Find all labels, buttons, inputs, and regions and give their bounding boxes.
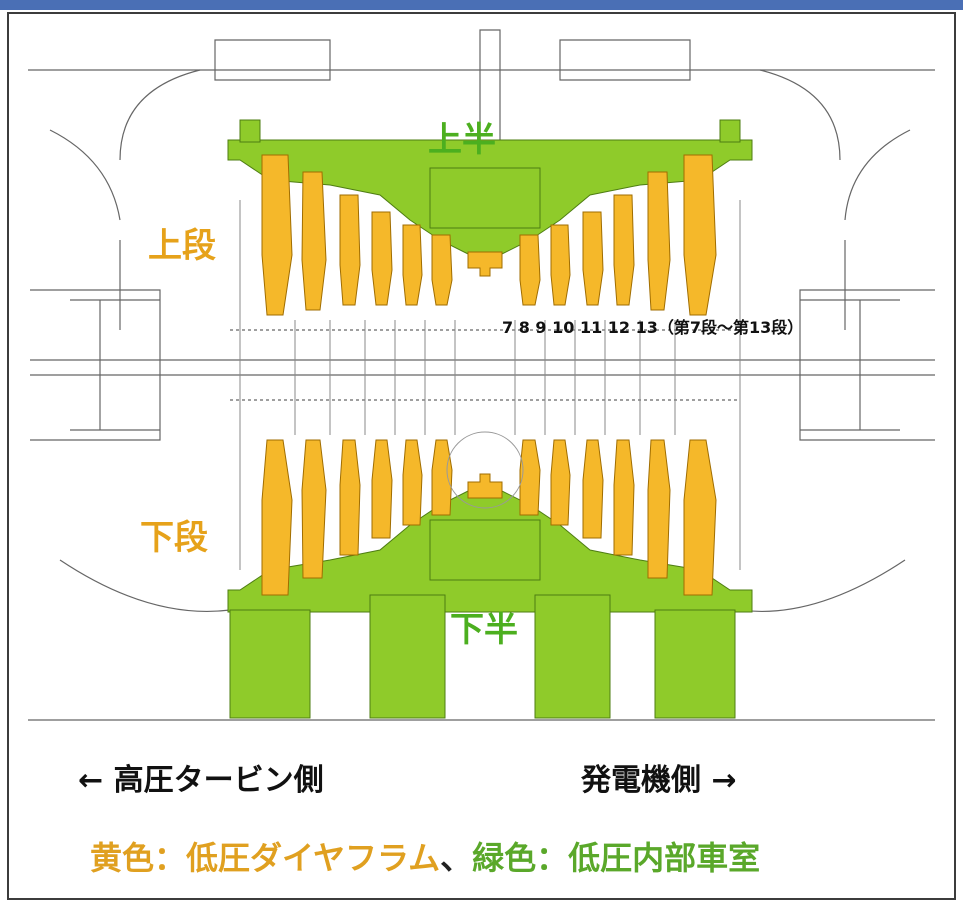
upper-stage-label: 上段 [148, 226, 216, 266]
upper-inner-casing [227, 119, 753, 256]
legend-yellow: 黄色：低圧ダイヤフラム [90, 839, 441, 877]
generator-side-label: 発電機側 → [581, 763, 737, 798]
hp-turbine-side-label: ← 高圧タービン側 [78, 763, 324, 798]
rotor-lines [239, 200, 741, 570]
outer-casing-lines [28, 29, 935, 721]
upper-half-label: 上半 [428, 120, 496, 160]
lower-half-label: 下半 [450, 610, 518, 650]
stage-numbers-label: 7 8 9 10 11 12 13（第7段～第13段） [502, 318, 804, 337]
lower-diaphragms [261, 439, 717, 596]
title-bar [0, 0, 963, 10]
lower-inner-casing [227, 489, 753, 719]
color-legend: 黄色：低圧ダイヤフラム、緑色：低圧内部車室 [90, 833, 760, 879]
lower-stage-label: 下段 [140, 518, 208, 558]
shaft-circle [446, 431, 524, 509]
upper-diaphragms [261, 154, 717, 316]
legend-separator: 、 [440, 839, 473, 877]
legend-green: 緑色：低圧内部車室 [472, 839, 761, 877]
